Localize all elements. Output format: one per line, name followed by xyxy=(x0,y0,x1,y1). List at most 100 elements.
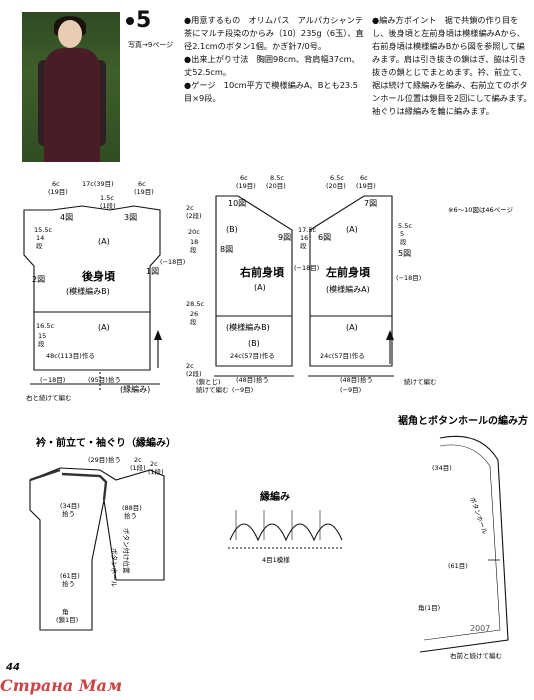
collar-corner-sub: (鎖1目) xyxy=(56,615,78,624)
left-front-right-dim: 5 xyxy=(400,230,404,238)
hem-title: 裾角とボタンホールの編み方 xyxy=(398,414,528,427)
collar-right-pickup: 拾う xyxy=(124,511,137,520)
left-front-chain: 24c(57目)作る xyxy=(320,351,365,360)
back-right-dim: 26 xyxy=(190,310,198,318)
left-front-top-dim: (20目) xyxy=(326,182,346,190)
up-arrow-icon xyxy=(154,330,162,340)
left-front-right-dim: 段 xyxy=(400,237,407,246)
right-front-top-dim: (20目) xyxy=(266,182,286,190)
left-front-pickup-decrease: (−9目) xyxy=(340,386,361,394)
collar-outline xyxy=(29,467,165,631)
right-front-top-dim: 6c xyxy=(240,174,248,182)
back-num-2: 2図 xyxy=(32,275,45,284)
collar-front-pickup: 拾う xyxy=(62,579,75,588)
back-side-dim: 15.5c xyxy=(34,226,52,234)
hem-corner-curve xyxy=(419,435,509,653)
back-neck-dim: 1.5c xyxy=(100,194,114,202)
back-neck-dim: (1段) xyxy=(100,201,116,210)
photo-vest xyxy=(44,48,100,162)
hem-count-61: (61目) xyxy=(448,562,468,570)
left-front-top-dim: 6.5c xyxy=(330,174,344,182)
collar-top: (29目)拾う xyxy=(88,455,121,464)
left-front-outline xyxy=(309,195,393,367)
hem-inner-curve xyxy=(423,444,501,641)
right-front-chain: 24c(57目)作る xyxy=(230,351,275,360)
back-right-dim: 18 xyxy=(190,238,198,246)
page-reference: ※6〜10図は46ページ xyxy=(448,206,513,214)
hem-buttonhole: ボタンホール xyxy=(468,496,490,536)
collar-top: 2c xyxy=(150,460,158,468)
size-line: ●出来上がり寸法 胸囲98cm、背肩幅37cm、丈52.5cm。 xyxy=(184,54,360,77)
back-right-dim: (2段) xyxy=(186,211,202,220)
back-top-dim: 6c xyxy=(138,180,146,188)
hem-right-ref: 右前と続けて編む xyxy=(450,651,502,660)
left-front-subtitle: (模様編みA) xyxy=(326,284,370,294)
back-top-dim: 17c(39目) xyxy=(82,180,114,188)
left-front-note: 続けて編む xyxy=(404,377,437,386)
back-right-dim: 段 xyxy=(190,317,197,326)
back-side-dim: 段 xyxy=(36,241,43,250)
collar-band-left xyxy=(29,468,61,482)
back-num-1: 1図 xyxy=(146,267,159,276)
left-front-top-dim: (19目) xyxy=(356,182,376,190)
back-title: 後身頃 xyxy=(82,269,116,283)
bullet-dot-icon xyxy=(126,17,134,25)
right-front-left-dim: 段 xyxy=(300,241,307,250)
right-front-pattern-b: (B) xyxy=(226,225,238,234)
photo-head xyxy=(58,20,82,48)
back-bottom-note: 右と続けて編む xyxy=(26,393,72,402)
edging-pattern xyxy=(229,523,343,542)
left-front-right-dim: 5.5c xyxy=(398,222,412,230)
collar-left-pickup: (34目) xyxy=(60,502,80,510)
right-front-left-dim: 17.5c xyxy=(298,226,316,234)
hem-count-34: (34目) xyxy=(432,464,452,472)
left-front-top-dim: 6c xyxy=(360,174,368,182)
right-front-num-10: 10図 xyxy=(228,199,246,208)
right-front-outline xyxy=(215,195,293,367)
left-front-pattern-a: (A) xyxy=(346,225,358,234)
pattern-number: 5 xyxy=(126,8,151,33)
collar-left-pickup: 拾う xyxy=(62,509,75,518)
right-front-pickup: (48目)拾う xyxy=(236,375,269,384)
right-front-num-8: 8図 xyxy=(220,245,233,254)
right-front-pickup-decrease: (−9目) xyxy=(232,386,253,394)
right-front-pattern-a: (A) xyxy=(254,283,266,292)
right-front-top-dim: 8.5c xyxy=(270,174,284,182)
back-chain-count: 48c(113目)作る xyxy=(46,351,95,360)
photo-reference: 写真→9ページ xyxy=(128,41,174,49)
model-photo xyxy=(22,12,120,162)
watermark: Страна Мам xyxy=(0,676,123,695)
back-right-dim: 2c xyxy=(186,362,194,370)
right-front-top-dim: (19目) xyxy=(236,182,256,190)
edging-stitches xyxy=(235,510,321,540)
back-pattern-a-top: (A) xyxy=(98,237,110,246)
back-num-3: 3図 xyxy=(124,213,137,222)
collar-right-pickup: (88目) xyxy=(122,504,142,512)
instructions-text: ●編み方ポイント 裾で共鎖の作り目をし、後身頃と左前身頃は模様編みAから、右前身… xyxy=(372,15,532,116)
back-side-dim: 14 xyxy=(36,234,44,242)
back-outline xyxy=(23,205,161,371)
back-top-dim: (19目) xyxy=(134,188,154,196)
instructions-column: ●編み方ポイント 裾で共鎖の作り目をし、後身頃と左前身頃は模様編みAから、右前身… xyxy=(372,14,532,118)
collar-top: (1段) xyxy=(130,463,146,472)
back-top-dim: (19目) xyxy=(48,188,68,196)
back-subtitle: (模様編みB) xyxy=(66,286,110,296)
back-seam: (鎖とじ) xyxy=(196,377,221,386)
back-right-dim: (2段) xyxy=(186,369,202,378)
back-right-dim: 20c xyxy=(188,228,200,236)
right-front-subtitle: (模様編みB) xyxy=(226,322,270,332)
stamp-text: 2007 xyxy=(470,624,491,633)
edging-repeat: 4目1模様 xyxy=(262,555,290,564)
left-front-num-6: 6図 xyxy=(318,233,331,242)
collar-corner: 角 xyxy=(62,607,69,616)
back-top-dim: 6c xyxy=(52,180,60,188)
left-front-num-5: 5図 xyxy=(398,249,411,258)
left-front-pattern-a2: (A) xyxy=(346,323,358,332)
back-low-dim: 16.5c xyxy=(36,322,54,330)
collar-top: (1段) xyxy=(148,467,164,476)
right-front-left-dim: 16 xyxy=(300,234,308,242)
back-num-4: 4図 xyxy=(60,213,73,222)
page-number: 44 xyxy=(6,662,20,673)
left-front-num-7: 7図 xyxy=(364,199,377,208)
